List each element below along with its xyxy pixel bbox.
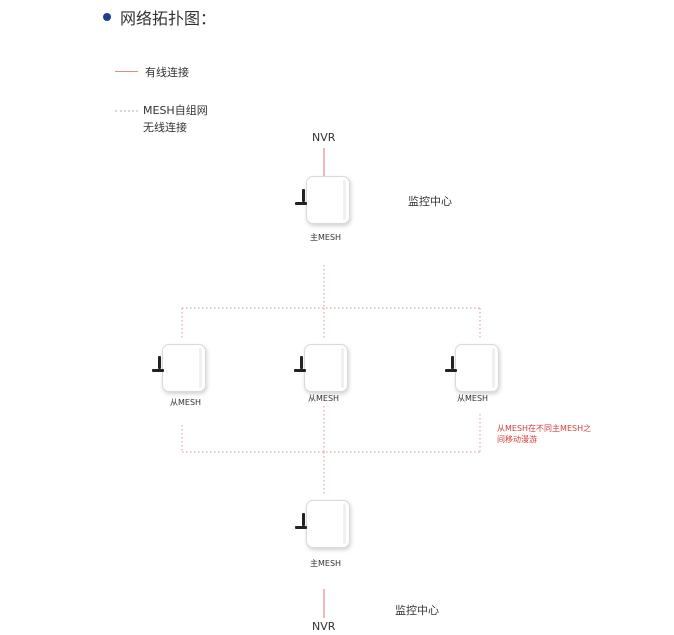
slave-left-cable — [152, 369, 164, 372]
top-monitor-center-label: 监控中心 — [408, 195, 452, 208]
bottom-nvr-label: NVR — [312, 620, 336, 633]
roaming-note-line2: 间移动漫游 — [497, 435, 537, 444]
bottom-master-cable — [295, 526, 307, 529]
page-title: 网络拓扑图： — [120, 9, 217, 28]
legend-wired-swatch — [115, 71, 138, 72]
slave-mesh-left-device — [162, 344, 206, 392]
legend-wired-label: 有线连接 — [145, 66, 189, 79]
slave-mesh-center-device — [304, 344, 348, 392]
legend-mesh-swatch — [115, 110, 138, 112]
top-master-antenna — [302, 189, 305, 202]
bottom-master-label: 主MESH — [310, 559, 342, 568]
slave-center-cable — [294, 369, 306, 372]
slave-mesh-right-device — [455, 344, 499, 392]
title-bullet — [103, 13, 111, 21]
top-master-label: 主MESH — [310, 233, 342, 242]
slave-right-cable — [445, 369, 457, 372]
slave-right-label: 从MESH — [457, 394, 489, 403]
bottom-master-mesh-device — [306, 500, 350, 548]
bottom-master-antenna — [302, 513, 305, 526]
bottom-monitor-center-label: 监控中心 — [395, 604, 439, 617]
slave-center-label: 从MESH — [308, 394, 340, 403]
roaming-note-line1: 从MESH在不同主MESH之 — [497, 424, 592, 433]
legend-mesh-label-line1: MESH自组网 — [143, 104, 208, 117]
slave-center-antenna — [300, 356, 303, 369]
top-nvr-label: NVR — [312, 131, 336, 144]
legend-mesh-label-line2: 无线连接 — [143, 121, 187, 134]
slave-left-antenna — [158, 356, 161, 369]
top-master-cable — [295, 202, 307, 205]
slave-right-antenna — [451, 356, 454, 369]
top-master-mesh-device — [306, 176, 350, 224]
slave-left-label: 从MESH — [170, 398, 202, 407]
